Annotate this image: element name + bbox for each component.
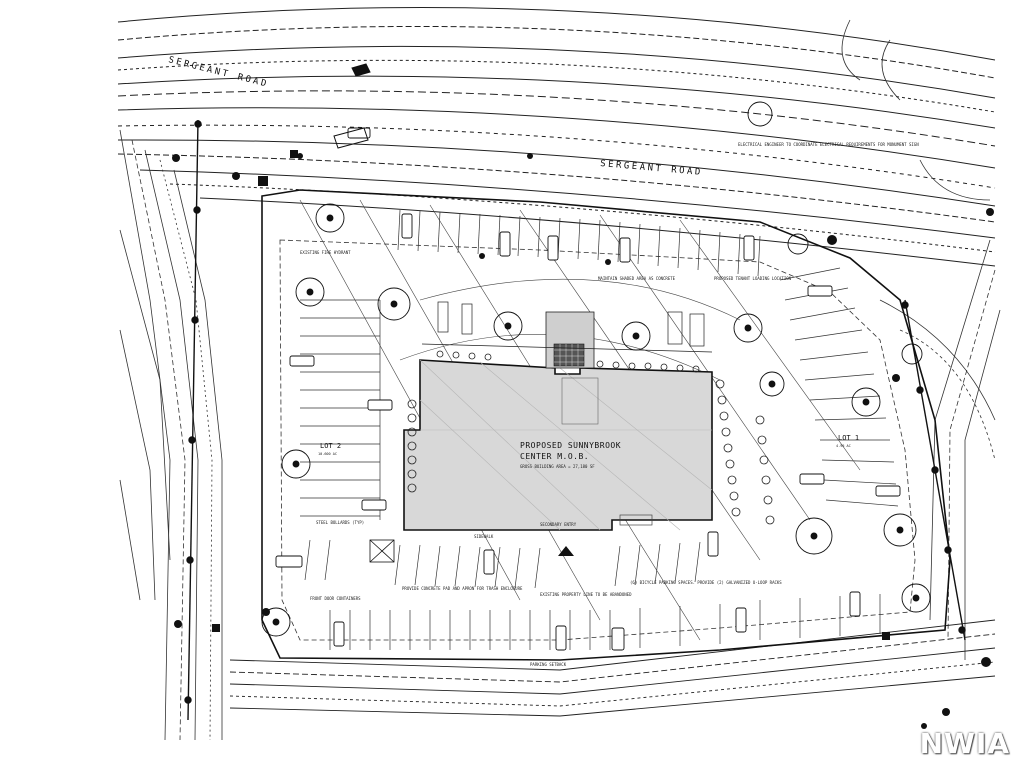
entry-plaza [421,301,713,369]
site-markers [172,150,994,729]
sergeant-road [117,7,996,267]
shrub-rows [407,350,775,525]
lot-1-label: LOT 1 [838,434,859,442]
utility-line-east [901,299,966,641]
note-fire-hydrant: EXISTING FIRE HYDRANT [300,250,351,255]
trash-enclosure [369,539,395,563]
note-shaded-area: MAINTAIN SHADED AREA AS CONCRETE [598,276,676,281]
parking-stalls-east [779,267,899,507]
note-front-door: FRONT DOOR CONTAINERS [310,596,361,601]
proposed-building: PROPOSED SUNNYBROOK CENTER M.O.B. GROSS … [403,359,713,531]
note-electrical: ELECTRICAL ENGINEER TO COORDINATE ELECTR… [738,142,919,147]
parking-stalls-south [304,539,881,650]
building-title-line1: PROPOSED SUNNYBROOK [520,441,621,450]
note-sidewalk: SIDEWALK [474,534,494,539]
parking-setback-line [279,239,916,641]
building-area-note: GROSS BUILDING AREA = 27,180 SF [520,464,595,469]
south-road-band [229,619,996,717]
secondary-entry-arrow-icon [558,546,574,556]
parked-cars [275,127,901,651]
note-steel-bollards: STEEL BOLLARDS (TYP) [316,520,364,525]
lot-2-label: LOT 2 [320,442,341,450]
lot-1-area: 4.95 AC [836,444,851,448]
watermark-logo: NWIA [919,727,1010,760]
building-title-line2: CENTER M.O.B. [520,452,589,461]
lot-2-area: 10.600 AC [318,452,337,456]
monument-sign [333,63,371,149]
property-boundary [261,189,951,661]
note-property-line: EXISTING PROPERTY LINE TO BE ABANDONED [540,592,632,597]
note-bike-parking: (6) BICYCLE PARKING SPACES. PROVIDE (2) … [630,580,782,585]
utility-line-west [184,119,202,721]
note-parking-setback: PARKING SETBACK [530,662,567,667]
parking-stalls-north [397,209,761,277]
note-concrete-pad: PROVIDE CONCRETE PAD AND APRON FOR TRASH… [402,586,523,591]
landscape-trees [261,101,931,637]
note-loading: PROPOSED TENANT LOADING LOCATION [714,276,792,281]
contour-lines-west [119,129,223,741]
note-secondary-entry: SECONDARY ENTRY [540,522,577,527]
